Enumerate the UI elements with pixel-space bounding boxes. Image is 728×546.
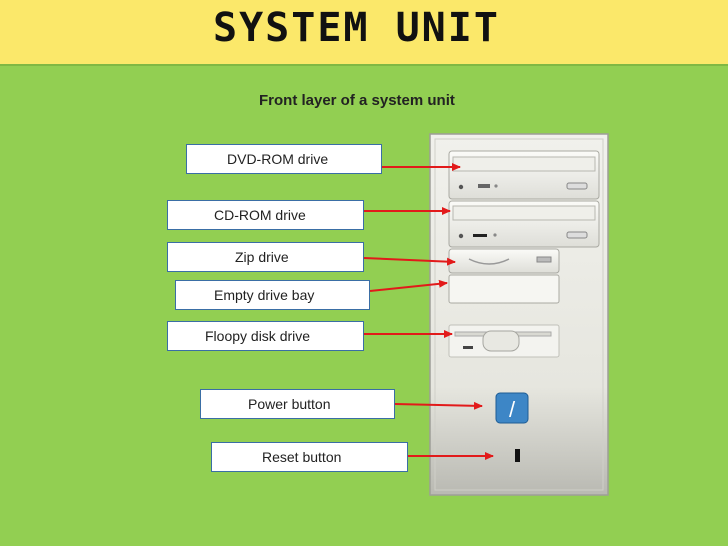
cd-rom-drive: [448, 200, 600, 248]
label-power-button: Power button: [200, 389, 395, 419]
label-dvd-rom-drive: DVD-ROM drive: [186, 144, 382, 174]
label-zip-drive: Zip drive: [167, 242, 364, 272]
dvd-rom-drive: [448, 150, 600, 200]
floppy-disk-drive: [448, 324, 560, 358]
case-inner-edge: [434, 138, 604, 491]
power-button: /: [495, 392, 529, 424]
diagram-caption: Front layer of a system unit: [259, 92, 455, 109]
slide-title: SYSTEM UNIT: [213, 5, 500, 51]
system-unit-illustration: /: [429, 133, 609, 496]
label-empty-drive-bay: Empty drive bay: [175, 280, 370, 310]
label-floppy-disk-drive: Floopy disk drive: [167, 321, 364, 351]
label-cd-rom-drive: CD-ROM drive: [167, 200, 364, 230]
zip-drive: [448, 248, 560, 274]
reset-button: [515, 449, 520, 462]
power-symbol: /: [509, 397, 516, 422]
title-bar: SYSTEM UNIT: [0, 0, 728, 66]
label-reset-button: Reset button: [211, 442, 408, 472]
empty-drive-bay: [448, 274, 560, 304]
